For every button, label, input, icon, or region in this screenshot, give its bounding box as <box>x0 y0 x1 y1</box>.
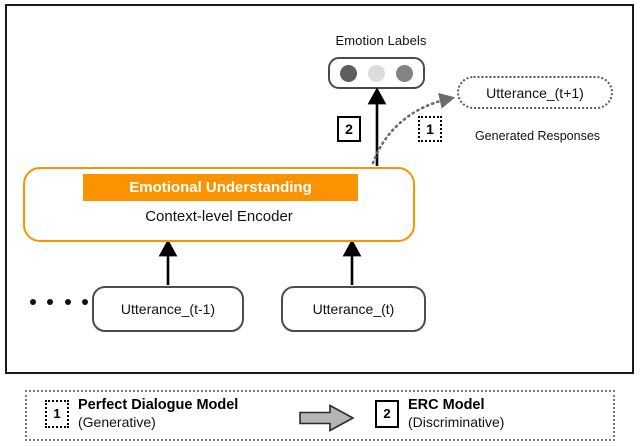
badge-dialogue-model: 1 <box>418 116 442 142</box>
emotion-dot-2 <box>367 64 385 82</box>
utterance-prev-box: Utterance_(t-1) <box>92 286 244 332</box>
ellipsis-dots <box>30 299 88 305</box>
legend-badge-2: 2 <box>375 399 399 428</box>
legend-transition-arrow <box>299 404 355 432</box>
emotion-labels-title: Emotion Labels <box>335 33 427 48</box>
legend-item-erc-model: 2 ERC Model (Discriminative) <box>375 397 504 431</box>
emotion-labels-pill <box>328 57 425 89</box>
legend-text-block: Perfect Dialogue Model (Generative) <box>78 397 238 431</box>
legend-item-dialogue-model: 1 Perfect Dialogue Model (Generative) <box>45 397 238 431</box>
generated-responses-caption: Generated Responses <box>474 129 601 143</box>
emotion-dot-3 <box>395 64 413 82</box>
legend-title-dialogue-model: Perfect Dialogue Model <box>78 397 239 413</box>
ellipsis-dot <box>47 299 54 305</box>
generated-utterance-box: Utterance_(t+1) <box>457 76 613 109</box>
legend-panel: 1 Perfect Dialogue Model (Generative) 2 … <box>25 390 615 441</box>
emotional-understanding-banner: Emotional Understanding <box>83 174 358 201</box>
legend-title-erc-model: ERC Model <box>408 397 485 413</box>
legend-text-block: ERC Model (Discriminative) <box>408 397 504 431</box>
ellipsis-dot <box>81 299 88 305</box>
utterance-current-box: Utterance_(t) <box>281 286 426 332</box>
emotion-dot-1 <box>340 64 358 82</box>
context-level-encoder-label: Context-level Encoder <box>145 208 293 225</box>
legend-subtitle-discriminative: (Discriminative) <box>408 414 505 431</box>
ellipsis-dot <box>64 299 71 305</box>
context-level-encoder-box: Emotional Understanding Context-level En… <box>23 167 415 242</box>
legend-badge-1: 1 <box>45 399 69 428</box>
badge-erc-model: 2 <box>337 116 361 142</box>
ellipsis-dot <box>30 299 36 305</box>
legend-subtitle-generative: (Generative) <box>78 414 156 431</box>
